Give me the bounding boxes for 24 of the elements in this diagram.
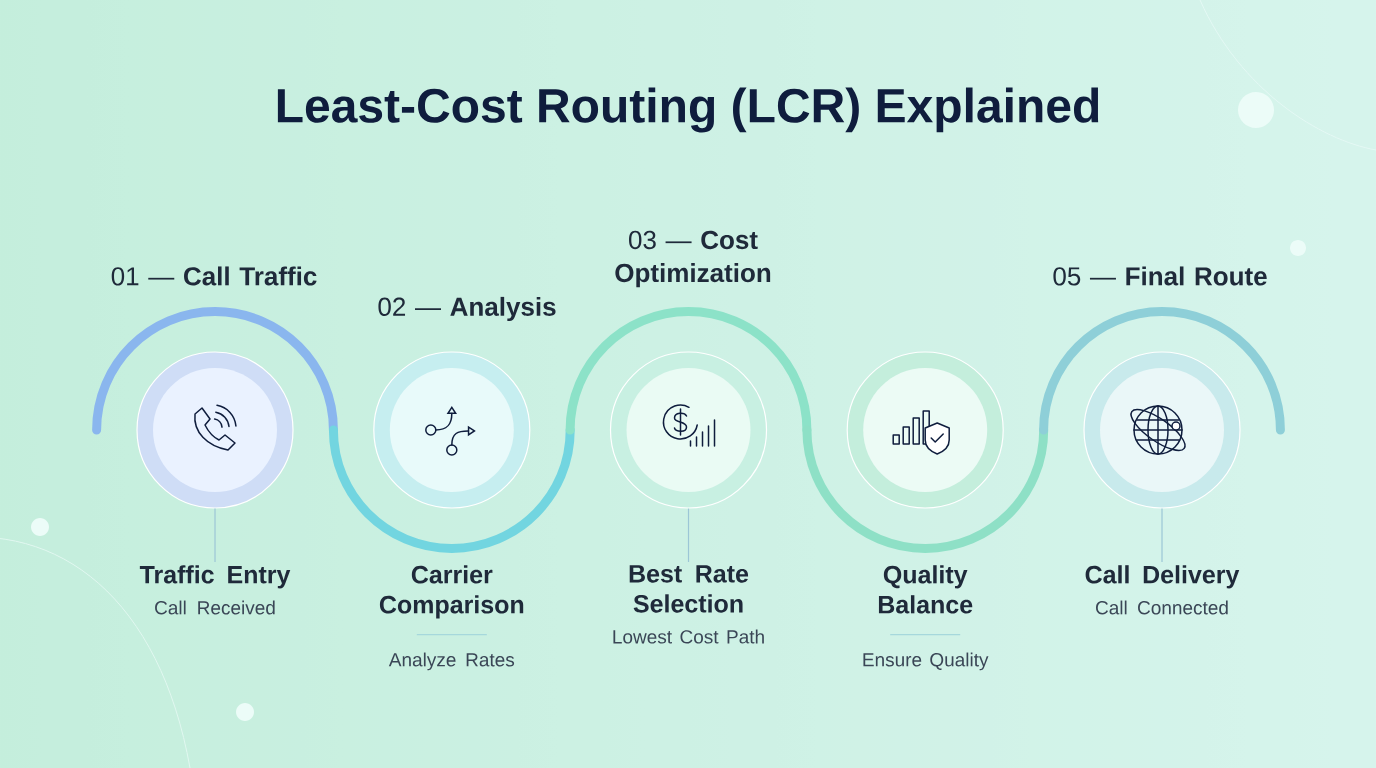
step-subtitle: Call Received — [155, 600, 275, 615]
connector-line — [1161, 508, 1163, 563]
step-circle — [1083, 351, 1241, 509]
connector-line — [687, 508, 690, 563]
step-heading: 05 — Final Route — [1053, 266, 1267, 286]
step-subtitle: Analyze Rates — [388, 652, 515, 671]
step-subtitle: Call Connected — [1096, 600, 1228, 615]
step-circle — [609, 351, 768, 509]
step-label — [379, 565, 524, 671]
step-title: Carrier Comparison — [379, 565, 524, 619]
step-circle — [846, 351, 1004, 509]
step-title: Call Delivery — [1085, 565, 1240, 589]
step-title: Traffic Entry — [139, 565, 291, 589]
step-heading: 02 — Analysis — [378, 296, 556, 322]
step-circle — [373, 351, 531, 509]
title: Least-Cost Routing (LCR) Explained — [277, 87, 1099, 133]
step-subtitle: Lowest Cost Path — [613, 629, 764, 644]
step-label — [863, 565, 989, 671]
step-subtitle: Ensure Quality — [863, 652, 989, 671]
step-title: Best Rate Selection — [629, 565, 749, 613]
step-heading: 03 — Cost Optimization — [615, 230, 771, 288]
step-heading: 01 — Call Traffic — [111, 266, 317, 286]
step-title: Quality Balance — [878, 565, 973, 614]
step-circle — [136, 351, 294, 509]
